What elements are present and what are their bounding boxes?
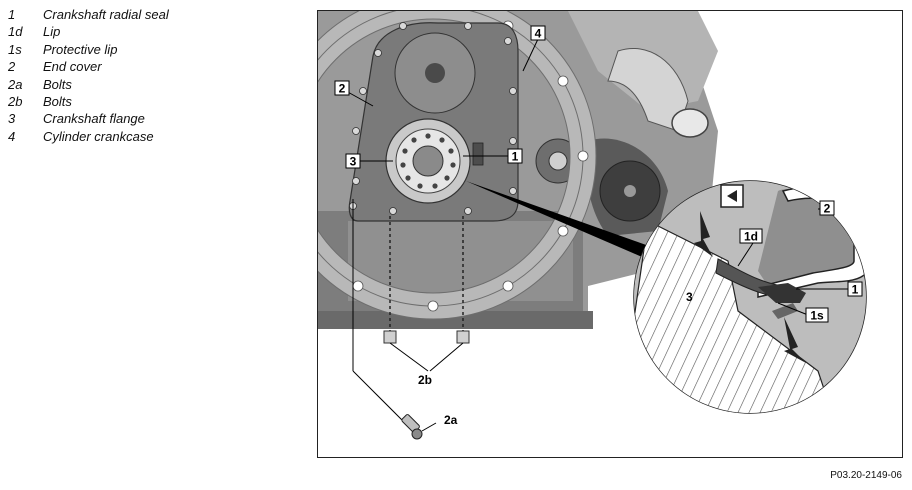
callout-2b: 2b <box>418 373 432 387</box>
legend: 1 Crankshaft radial seal 1d Lip 1s Protecti… <box>8 6 169 145</box>
detail-crankshaft-flange <box>634 220 839 413</box>
legend-key: 2a <box>8 76 23 92</box>
legend-row: 2b Bolts <box>8 93 169 110</box>
callout-2: 2 <box>334 80 374 107</box>
callout-label: 1s <box>810 309 824 323</box>
legend-label: Protective lip <box>43 41 118 57</box>
legend-label: End cover <box>43 59 102 75</box>
callout-4: 4 <box>522 25 546 72</box>
legend-label: Crankshaft flange <box>43 111 145 127</box>
arrow-icon <box>784 317 806 363</box>
legend-key: 1 <box>8 7 16 22</box>
callout-label: 1d <box>744 230 758 244</box>
legend-row: 4 Cylinder crankcase <box>8 128 169 145</box>
detail-view <box>633 180 867 414</box>
legend-row: 1d Lip <box>8 23 169 40</box>
legend-label: Bolts <box>43 93 72 109</box>
engine-diagram: 1 2 3 4 2b 2a 2 1 <box>317 10 903 458</box>
callout-label: 4 <box>535 27 542 41</box>
figure-code: P03.20-2149-06 <box>830 470 902 481</box>
callout-1: 1 <box>463 148 523 164</box>
legend-row: 2a Bolts <box>8 76 169 93</box>
callout-3: 3 <box>345 153 393 169</box>
detail-callout-3: 3 <box>686 290 693 304</box>
callout-label: 3 <box>350 155 357 169</box>
legend-key: 2 <box>8 59 16 75</box>
legend-key: 2b <box>8 93 23 109</box>
callout-label: 1 <box>512 150 519 164</box>
detail-callout-1: 1 <box>796 281 863 297</box>
callout-label: 2 <box>339 82 346 96</box>
legend-key: 1s <box>8 41 22 57</box>
legend-key: 1d <box>8 24 23 40</box>
legend-row: 1s Protective lip <box>8 41 169 58</box>
legend-label: Lip <box>43 24 61 40</box>
callout-label: 1 <box>852 283 859 297</box>
detail-callout-1d: 1d <box>737 228 763 267</box>
legend-key: 3 <box>8 111 16 127</box>
legend-row: 3 Crankshaft flange <box>8 110 169 127</box>
legend-row: 1 Crankshaft radial seal <box>8 6 169 23</box>
pipe-outlet <box>671 108 709 138</box>
engine-illustration: 1 2 3 4 2b 2a 2 1 <box>318 11 902 457</box>
callout-2a: 2a <box>444 413 458 427</box>
callout-label: 2 <box>824 202 831 216</box>
arrow-icon <box>694 211 713 257</box>
detail-callout-1s: 1s <box>777 302 829 323</box>
legend-key: 4 <box>8 128 16 144</box>
legend-label: Cylinder crankcase <box>43 128 154 144</box>
legend-label: Crankshaft radial seal <box>43 7 169 22</box>
legend-label: Bolts <box>43 76 72 92</box>
bolt-2a <box>401 414 423 440</box>
detail-callout-2: 2 <box>818 200 835 216</box>
legend-row: 2 End cover <box>8 58 169 75</box>
